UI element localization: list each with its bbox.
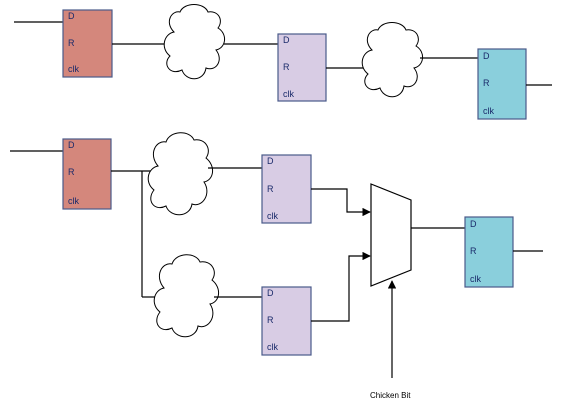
pin-d: D <box>470 219 477 229</box>
pin-clk: clk <box>267 342 278 352</box>
flop-bottom-mid-upper: D R clk <box>261 154 312 224</box>
flop-top-capture: D R clk <box>477 48 527 120</box>
pin-clk: clk <box>483 106 494 116</box>
wire-mux-in-upper <box>311 188 371 217</box>
pin-r: R <box>483 78 490 88</box>
logic-cloud-top-1 <box>163 4 225 80</box>
logic-cloud-bottom-2 <box>153 254 219 338</box>
pin-d: D <box>68 140 75 150</box>
flop-top-middle-body <box>277 33 327 102</box>
flop-bottom-mid-lower: D R clk <box>261 286 312 356</box>
pin-r: R <box>470 246 477 256</box>
logic-cloud-top-2 <box>361 22 423 98</box>
pin-clk: clk <box>470 274 481 284</box>
mux <box>370 183 412 287</box>
logic-cloud-bottom-1 <box>147 132 213 216</box>
flop-top-launch: D R clk <box>62 9 113 78</box>
flop-bottom-launch: D R clk <box>62 138 112 210</box>
pin-d: D <box>283 35 290 45</box>
pin-r: R <box>267 184 274 194</box>
pin-d: D <box>267 288 274 298</box>
flop-top-middle: D R clk <box>277 33 327 102</box>
pin-clk: clk <box>68 196 79 206</box>
pin-r: R <box>68 167 75 177</box>
pin-r: R <box>283 62 290 72</box>
flop-bottom-capture: D R clk <box>464 216 514 288</box>
pin-clk: clk <box>267 211 278 221</box>
pin-clk: clk <box>283 89 294 99</box>
bottom-path: D R clk D R clk D R clk <box>10 132 543 400</box>
pin-d: D <box>267 156 274 166</box>
flop-bottom-mid-upper-body <box>261 154 312 224</box>
flop-top-capture-body <box>477 48 527 120</box>
chicken-bit-label: Chicken Bit <box>370 391 411 400</box>
flop-bottom-launch-body <box>62 138 112 210</box>
flop-bottom-mid-lower-body <box>261 286 312 356</box>
top-path: D R clk D R clk D R clk <box>14 4 552 120</box>
pin-r: R <box>68 38 75 48</box>
wire-mux-in-lower <box>311 251 371 322</box>
flop-bottom-capture-body <box>464 216 514 288</box>
pin-d: D <box>68 11 75 21</box>
pin-r: R <box>267 315 274 325</box>
pin-d: D <box>483 51 490 61</box>
pin-clk: clk <box>68 64 79 74</box>
